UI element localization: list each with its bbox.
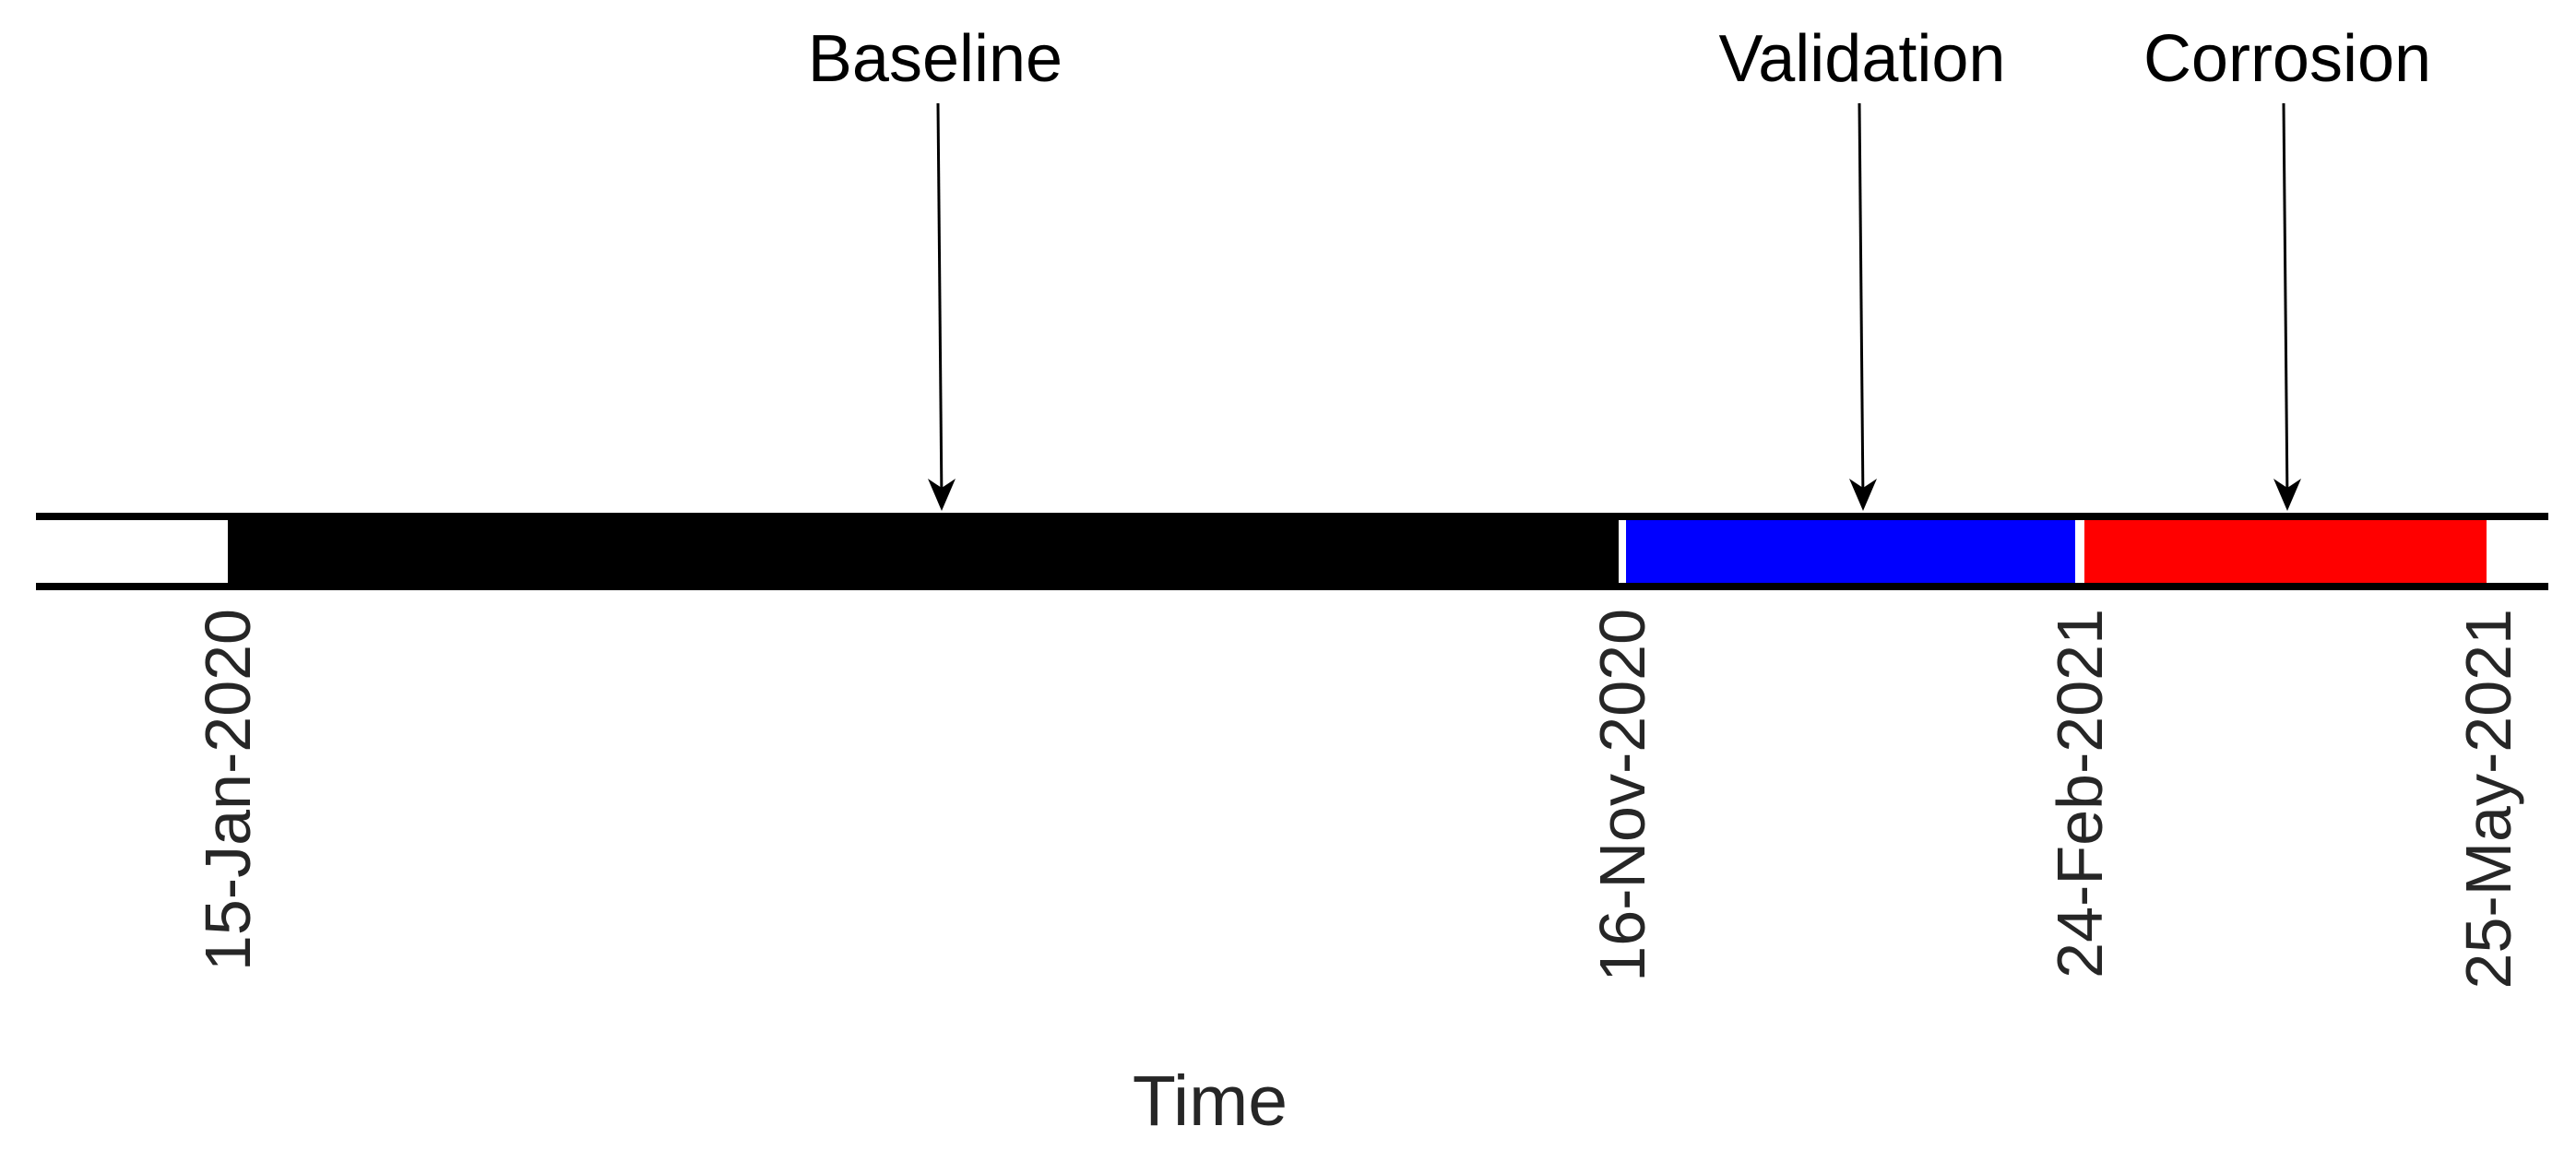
annotation-label-corrosion: Corrosion [2143, 22, 2432, 96]
validation-bar [1626, 520, 2075, 583]
annotation-label-validation: Validation [1718, 22, 2006, 96]
validation-arrow [1849, 102, 1877, 511]
x-tick-label-3: 25-May-2021 [2452, 609, 2524, 990]
time-axis-rail [36, 513, 2548, 590]
annotation-label-baseline: Baseline [807, 22, 1063, 96]
x-tick-label-0: 15-Jan-2020 [192, 609, 264, 972]
corrosion-arrow [2273, 102, 2301, 511]
baseline-bar [228, 520, 1619, 583]
x-axis-label: Time [1132, 1061, 1288, 1141]
corrosion-bar [2084, 520, 2487, 583]
x-tick-label-2: 24-Feb-2021 [2044, 609, 2116, 978]
baseline-arrow [928, 102, 956, 511]
x-tick-label-1: 16-Nov-2020 [1586, 609, 1658, 982]
